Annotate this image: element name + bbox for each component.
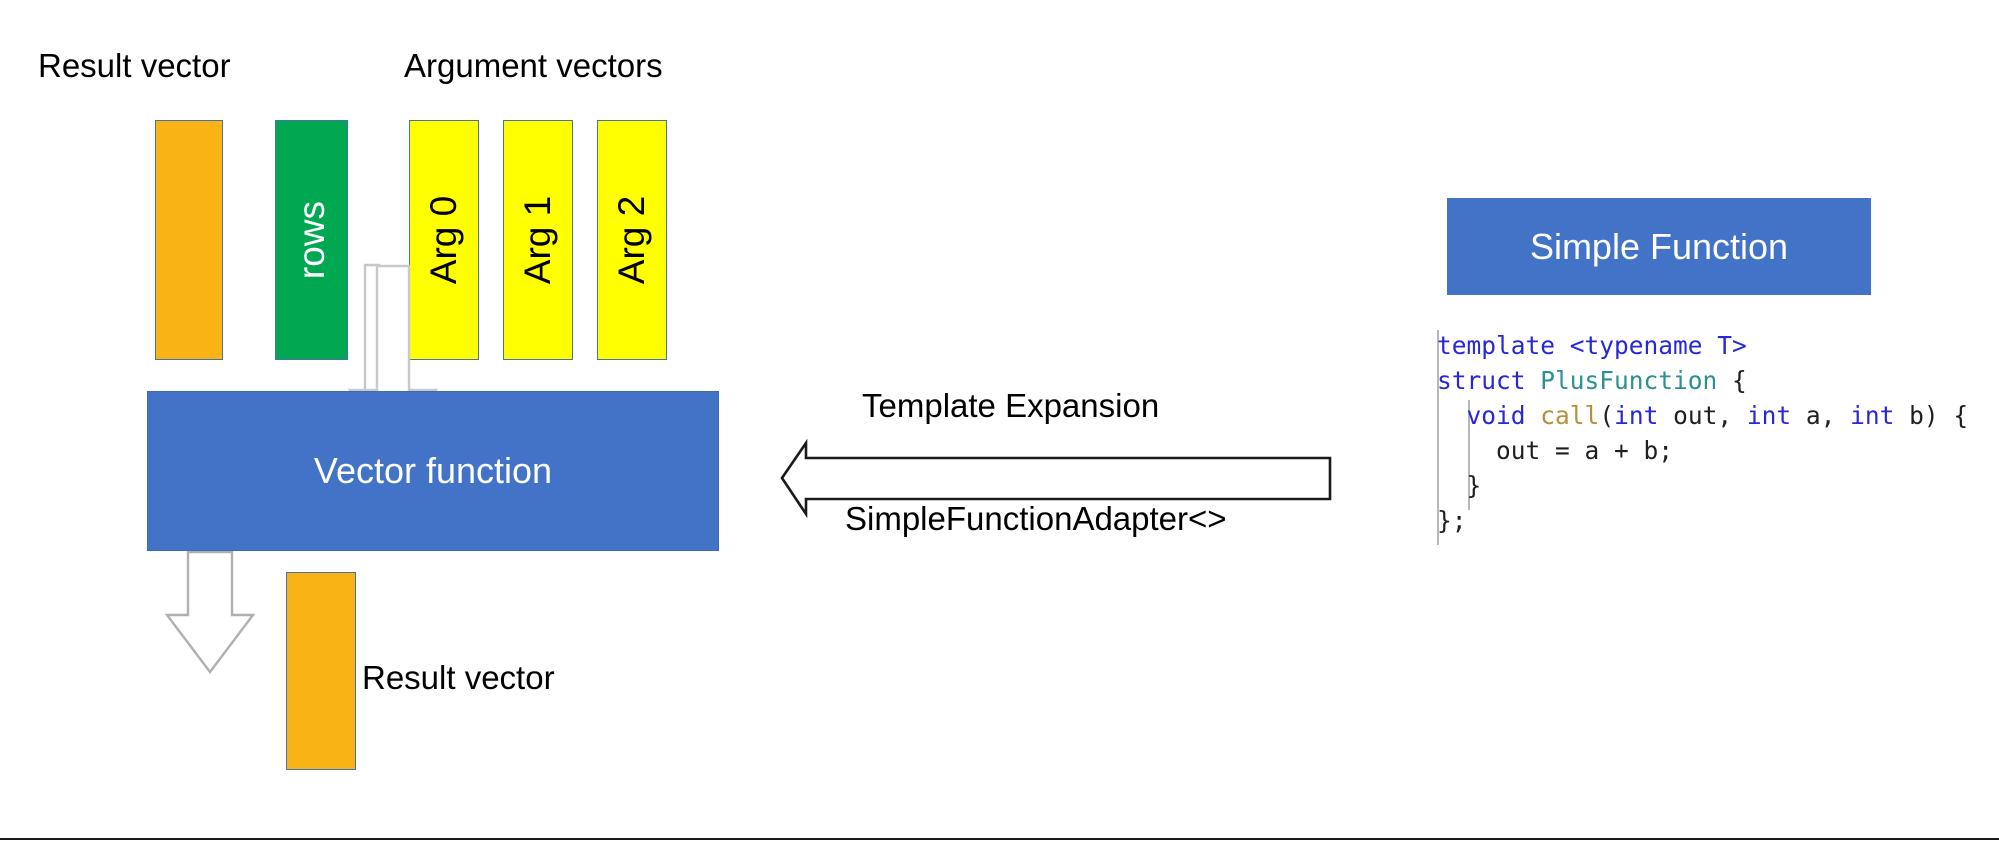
box-simple-function-label: Simple Function: [1529, 225, 1789, 267]
box-simple-function: Simple Function: [1447, 198, 1871, 295]
code-token: template: [1437, 331, 1570, 360]
bar-arg-0: Arg 0: [409, 120, 479, 360]
code-token: struct: [1437, 366, 1541, 395]
code-token: call: [1540, 401, 1600, 430]
bar-rows: rows: [275, 120, 348, 360]
code-token: {: [1717, 366, 1747, 395]
bar-arg-1: Arg 1: [503, 120, 573, 360]
label-simple-function-adapter: SimpleFunctionAdapter<>: [845, 500, 1227, 537]
label-result-vector-top: Result vector: [38, 47, 231, 84]
code-token: };: [1437, 506, 1467, 535]
code-line: template <typename T>: [1437, 328, 1968, 363]
label-template-expansion: Template Expansion: [862, 387, 1160, 424]
code-token: int: [1850, 401, 1895, 430]
code-token: out,: [1658, 401, 1747, 430]
code-token: [1437, 401, 1467, 430]
box-vector-function: Vector function: [147, 391, 719, 551]
code-token: a,: [1791, 401, 1851, 430]
box-vector-function-label: Vector function: [313, 450, 553, 491]
code-guide-outer: [1437, 330, 1439, 545]
code-token: }: [1437, 471, 1482, 500]
code-token: (: [1599, 401, 1615, 430]
code-line: }: [1437, 468, 1968, 503]
slide-bottom-rule: [0, 838, 1999, 840]
bar-label-arg-1: Arg 1: [517, 195, 558, 285]
code-token: PlusFunction: [1540, 366, 1718, 395]
code-guide-inner: [1468, 400, 1470, 510]
bar-result-vector-top: [155, 120, 223, 360]
bar-label-arg-0: Arg 0: [423, 195, 464, 285]
code-token: T>: [1702, 331, 1747, 360]
code-token: <: [1569, 331, 1585, 360]
code-token: b) {: [1894, 401, 1969, 430]
code-token: int: [1746, 401, 1792, 430]
code-token: void: [1466, 401, 1526, 430]
code-line: void call(int out, int a, int b) {: [1437, 398, 1969, 433]
code-block: template <typename T>struct PlusFunction…: [1437, 328, 1968, 538]
output-arrow-icon: [164, 550, 256, 674]
label-argument-vectors: Argument vectors: [404, 47, 663, 84]
bar-result-vector-bottom: [286, 572, 356, 770]
bar-label-arg-2: Arg 2: [611, 195, 652, 285]
code-token: typename: [1584, 331, 1703, 360]
code-token: [1526, 401, 1541, 430]
code-token: out = a + b;: [1437, 436, 1674, 465]
label-result-vector-bottom: Result vector: [362, 659, 555, 696]
bar-arg-2: Arg 2: [597, 120, 667, 360]
bar-label-rows: rows: [290, 200, 332, 280]
code-token: int: [1614, 401, 1659, 430]
code-line: out = a + b;: [1437, 433, 1968, 468]
code-line: struct PlusFunction {: [1437, 363, 1968, 398]
code-line: };: [1437, 503, 1968, 538]
